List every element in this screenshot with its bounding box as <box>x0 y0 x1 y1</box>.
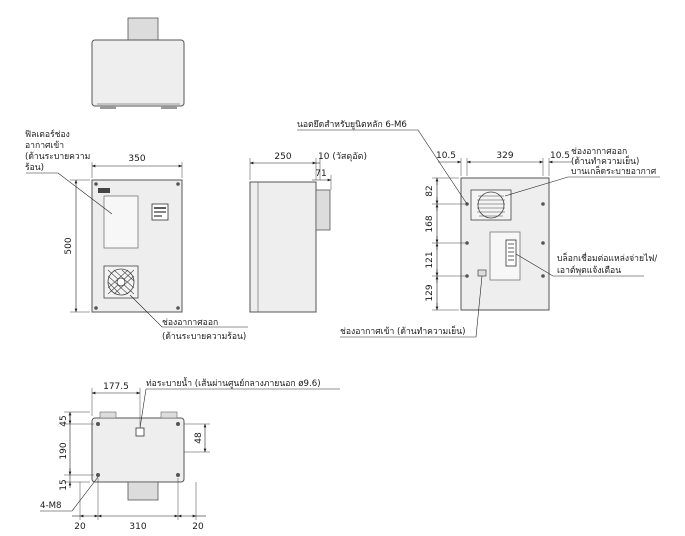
dim-back-v4: 129 <box>425 284 435 301</box>
dim-back-v1: 82 <box>425 185 435 196</box>
drain-leader <box>139 388 147 429</box>
drain-label: ท่อระบายน้ำ (เส้นผ่านศูนย์กลางภายนอก ø9.… <box>146 376 321 389</box>
dim-back-v2: 168 <box>425 215 435 232</box>
side-view <box>249 181 331 313</box>
cold-intake-label: ช่องอากาศเข้า (ด้านทำความเย็น) <box>340 325 465 337</box>
filter-label-line2: อากาศเข้า <box>25 140 64 151</box>
top-view <box>91 17 185 109</box>
dim-back-v3: 121 <box>425 251 435 268</box>
drain-pipe <box>135 427 145 437</box>
side-view-body <box>249 181 317 313</box>
bottom-view-duct <box>127 481 159 501</box>
cold-exhaust-label-line2: (ด้านทำความเย็น) <box>571 155 639 167</box>
bolt-tr <box>176 422 180 426</box>
bolt-br <box>176 473 180 477</box>
cold-exhaust-louver <box>470 189 512 221</box>
mount-nut-label: นอตยึดสำหรับยูนิตหลัก 6-M6 <box>297 120 407 130</box>
cold-intake <box>477 269 487 277</box>
logo-mark <box>98 188 110 193</box>
filter-label-line4: ร้อน) <box>25 162 44 173</box>
cold-intake-leader <box>340 275 483 338</box>
dim-front-height: 500 <box>64 237 74 254</box>
intake-filter <box>103 195 139 249</box>
mount-nut-5 <box>465 274 469 278</box>
front-screw-tl <box>94 182 98 186</box>
mount-nut-2 <box>541 202 545 206</box>
bolts-leader <box>40 476 99 512</box>
mount-nut-6 <box>541 274 545 278</box>
front-screw-br <box>176 306 180 310</box>
bolts-label: 4-M8 <box>40 501 61 511</box>
terminal-block <box>505 239 517 267</box>
dim-side-depth: 250 <box>274 152 291 162</box>
front-view <box>91 179 183 313</box>
bottom-view <box>91 411 185 501</box>
dim-protrusion: 10 (วัสดุอัด) <box>318 152 367 162</box>
dim-bottom-span: 310 <box>129 522 146 532</box>
bottom-foot-top-left <box>99 411 117 419</box>
dim-front-width: 350 <box>128 154 145 164</box>
dim-bottom-left: 20 <box>74 522 86 532</box>
front-screw-tr <box>176 182 180 186</box>
dim-back-margin-right: 10.5 <box>550 151 570 161</box>
terminal-label-line1: บล็อกเชื่อมต่อแหล่งจ่ายไฟ/ <box>557 252 657 264</box>
back-view <box>460 177 550 311</box>
cold-exhaust-label-line1: ช่องอากาศออก <box>571 147 627 157</box>
cold-exhaust-leader <box>504 176 660 197</box>
dim-bottom-right: 48 <box>194 432 204 444</box>
hot-exhaust-label-line1: ช่องอากาศออก <box>162 318 218 328</box>
hot-exhaust-label-line2: (ด้านระบายความร้อน) <box>162 331 246 342</box>
dim-bottom-v1: 45 <box>59 415 69 426</box>
cold-exhaust-label-line3: บานเกล็ดระบายอากาศ <box>571 165 657 177</box>
bolt-bl <box>96 473 100 477</box>
hot-exhaust-leader <box>129 294 248 328</box>
filter-leader <box>26 172 113 215</box>
side-view-flange <box>315 189 331 231</box>
dim-back-span: 329 <box>496 151 513 161</box>
filter-label-line1: ฟิลเตอร์ช่อง <box>25 129 70 140</box>
top-view-body <box>91 39 185 107</box>
mount-nut-3 <box>465 241 469 245</box>
terminal-leader <box>515 253 644 277</box>
terminal-label-line2: เอาต์พุตแจ้งเตือน <box>557 265 621 276</box>
dim-flange: 71 <box>315 169 326 179</box>
dim-bottom-offset: 177.5 <box>103 382 129 392</box>
dim-bottom-right-margin: 20 <box>192 522 204 532</box>
hot-exhaust-grille <box>103 265 139 299</box>
filter-label-line3: (ด้านระบายความ <box>25 151 90 162</box>
top-view-foot-right <box>161 106 177 109</box>
bottom-foot-top-right <box>160 411 178 419</box>
dim-bottom-v3: 15 <box>59 479 69 490</box>
mount-nut-leader <box>297 129 468 205</box>
bolt-tl <box>96 422 100 426</box>
top-view-duct <box>127 17 159 41</box>
front-screw-bl <box>94 306 98 310</box>
dim-bottom-v2: 190 <box>59 442 69 459</box>
dim-back-margin-left: 10.5 <box>436 151 456 161</box>
mount-nut-4 <box>541 241 545 245</box>
top-view-foot-left <box>100 106 116 109</box>
